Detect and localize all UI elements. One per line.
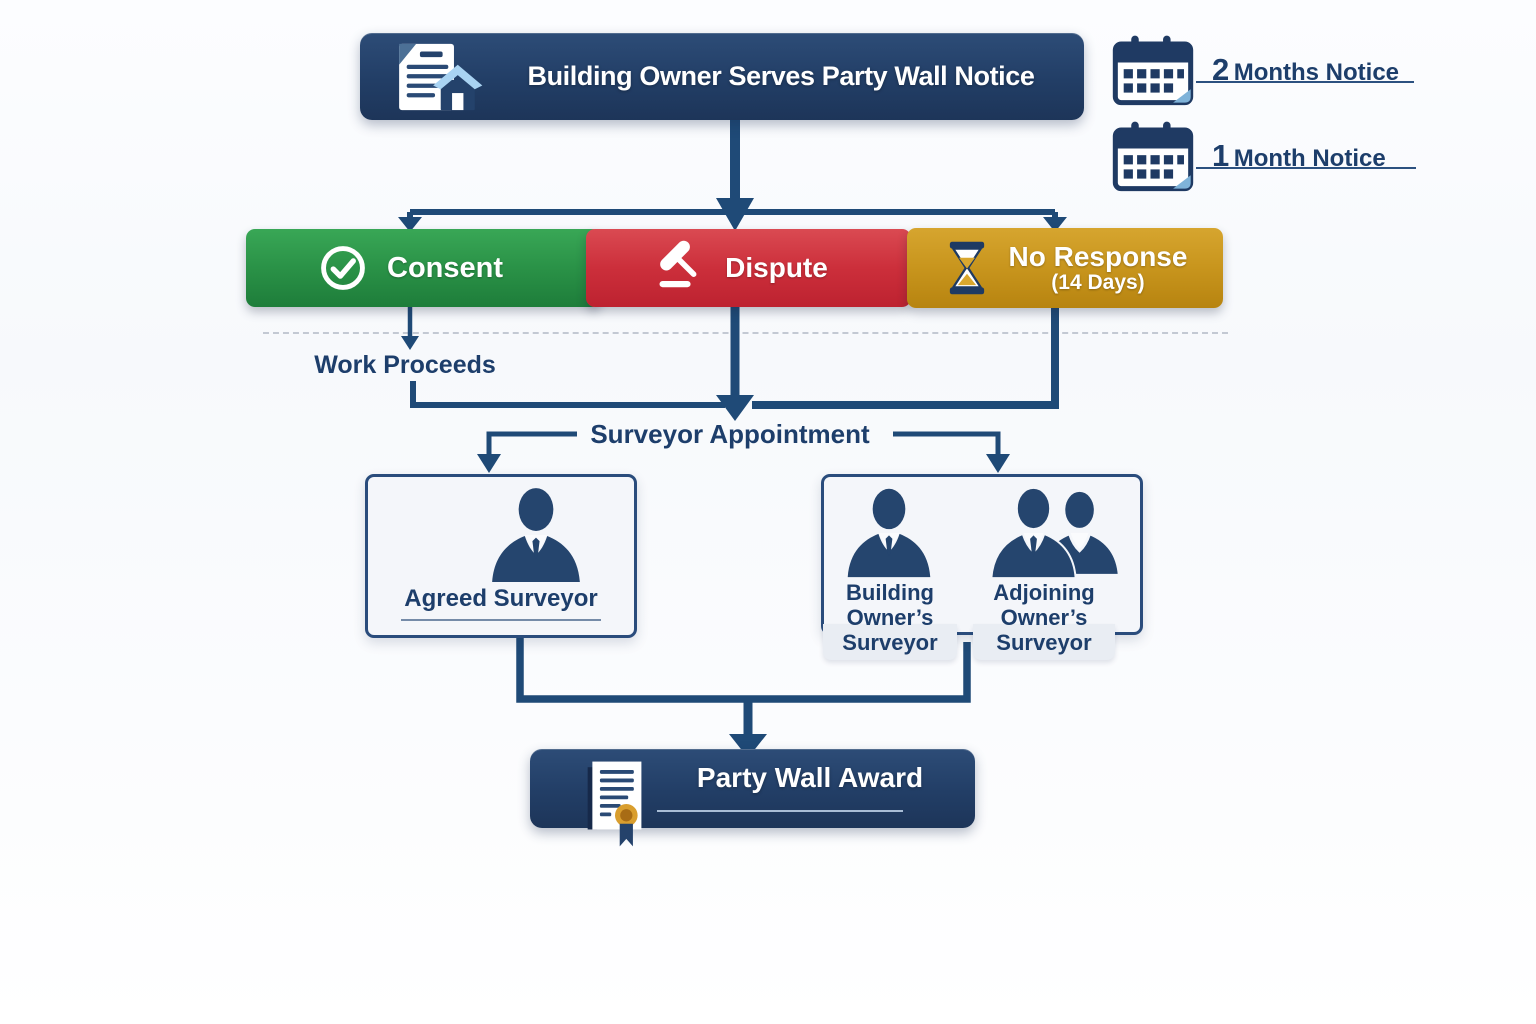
notice-1-underline [1196, 167, 1416, 169]
notice-number: 1 [1212, 138, 1230, 173]
connector-appointment-right-elbow [893, 431, 1001, 456]
connector-workproceeds-elbow [410, 381, 725, 408]
label-line: Surveyor [842, 630, 938, 655]
no-response-box: No Response (14 Days) [907, 228, 1223, 308]
label-line: Building [846, 580, 934, 605]
person-icon [841, 483, 937, 581]
surveyor-appointment-label: Surveyor Appointment [590, 419, 870, 449]
dashed-separator-line [263, 332, 1228, 334]
party-wall-award-box: Party Wall Award [530, 749, 975, 847]
building-surveyor-chip [823, 624, 957, 660]
notice-period-2-months: 2 Months Notice [1110, 33, 1430, 107]
consent-box: Consent [246, 229, 601, 307]
calendar-icon [1110, 34, 1196, 106]
notice-number: 2 [1212, 52, 1230, 87]
label-line: Surveyor [996, 630, 1092, 655]
adjoining-surveyor-chip [973, 624, 1115, 660]
arrowhead-to-award [729, 734, 767, 758]
notice-period-1-month: 1 Month Notice [1110, 119, 1430, 193]
adjoining-surveyor-label: Adjoining Owner’s Surveyor [973, 580, 1115, 655]
consent-label: Consent [387, 251, 503, 284]
calendar-icon [1110, 120, 1196, 192]
no-response-label: No Response [1008, 241, 1188, 273]
work-proceeds-label: Work Proceeds [314, 351, 496, 379]
arrowhead-to-agreed-surveyor [477, 454, 501, 473]
building-owner-notice-label: Building Owner Serves Party Wall Notice [527, 61, 1035, 91]
building-surveyor-label: Building Owner’s Surveyor [823, 580, 957, 655]
two-persons-icon [992, 483, 1124, 581]
label-line: Owner’s [1000, 605, 1088, 630]
document-house-icon [384, 42, 488, 112]
gavel-icon [649, 237, 711, 299]
arrowhead-to-noresponse [1043, 217, 1067, 232]
no-response-sublabel: (14 Days) [1051, 270, 1145, 294]
arrowhead-to-consent [398, 217, 422, 232]
label-line: Adjoining [993, 580, 1095, 605]
label-line: Owner’s [846, 605, 934, 630]
arrowhead-center-split [716, 198, 754, 231]
building-owner-notice-box: Building Owner Serves Party Wall Notice [360, 33, 1084, 120]
no-response-label-group: No Response (14 Days) [1009, 242, 1188, 293]
hourglass-icon [943, 239, 991, 297]
arrowhead-to-two-surveyors [986, 454, 1010, 473]
arrowhead-to-workproceeds [401, 336, 419, 350]
connector-noresponse-elbow [752, 307, 1059, 409]
certificate-icon [582, 758, 648, 850]
two-surveyors-box [821, 474, 1143, 635]
person-icon [483, 483, 589, 585]
connector-appointment-left-elbow [486, 431, 577, 456]
agreed-surveyor-label: Agreed Surveyor [404, 585, 598, 612]
party-wall-award-underline [657, 810, 903, 812]
dispute-label: Dispute [725, 252, 828, 283]
arrowhead-to-appointment [716, 395, 754, 421]
notice-2-underline [1196, 81, 1414, 83]
agreed-surveyor-underline [401, 619, 601, 621]
agreed-surveyor-box: Agreed Surveyor [365, 474, 637, 638]
party-wall-award-label: Party Wall Award [696, 762, 924, 793]
check-circle-icon [316, 241, 370, 295]
dispute-box: Dispute [586, 229, 911, 307]
